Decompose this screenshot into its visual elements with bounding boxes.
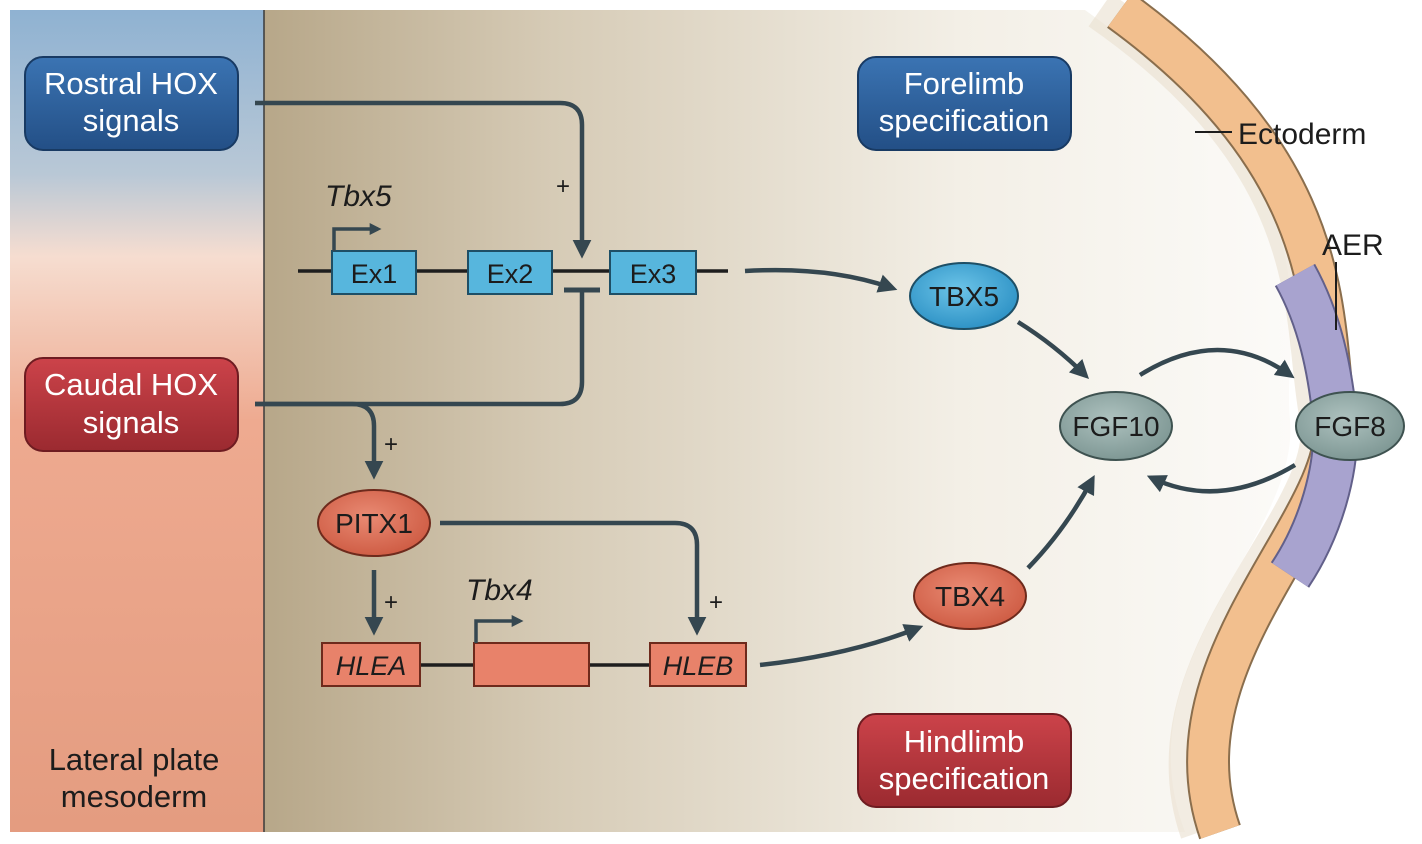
hleb-label: HLEB [663, 651, 734, 681]
caudal-hox-line1: Caudal HOX [44, 367, 218, 402]
tbx4-exon [473, 642, 590, 687]
mesoderm-line1: Lateral plate [49, 742, 220, 777]
exon-3-label: Ex3 [630, 259, 677, 289]
fgf8-label: FGF8 [1314, 411, 1386, 442]
forelimb-specification-box: Forelimb specification [857, 56, 1072, 151]
exon-1 [331, 250, 417, 295]
forelimb-line2: specification [879, 103, 1050, 138]
exon-1-label: Ex1 [351, 259, 398, 289]
fgf10-node: FGF10 [1059, 391, 1173, 461]
caudal-hox-line2: signals [83, 405, 180, 440]
forelimb-line1: Forelimb [904, 66, 1025, 101]
tbx5-gene: Ex1 Ex2 Ex3 Tbx5 [298, 180, 728, 295]
aer-label: AER [1322, 229, 1384, 262]
tbx5-promoter-arrow [332, 223, 382, 251]
pitx1-node: PITX1 [317, 489, 431, 557]
ectoderm-label: Ectoderm [1238, 118, 1366, 151]
tbx4-node: TBX4 [913, 562, 1027, 630]
fgf10-label: FGF10 [1072, 411, 1159, 442]
caudal-hox-box: Caudal HOX signals [24, 357, 239, 452]
hlea-plus-sign: + [384, 589, 398, 616]
hindlimb-specification-box: Hindlimb specification [857, 713, 1072, 808]
caudal-to-pitx1-arrow [255, 401, 384, 480]
hleb-element [649, 642, 747, 687]
tbx5-to-fgf10-arrow [1016, 320, 1090, 380]
tbx4-promoter-arrow [474, 615, 524, 643]
fgf8-node: FGF8 [1295, 391, 1405, 461]
tbx4-gene: HLEA HLEB Tbx4 [321, 574, 747, 687]
hleb-plus-sign: + [709, 589, 723, 616]
rostral-hox-box: Rostral HOX signals [24, 56, 239, 151]
hleb-to-tbx4-arrow [759, 624, 924, 668]
tbx5-gene-label: Tbx5 [325, 180, 392, 213]
tbx4-label: TBX4 [935, 581, 1005, 612]
exon-2-label: Ex2 [487, 259, 534, 289]
tbx4-gene-label: Tbx4 [466, 574, 533, 607]
caudal-plus-sign: + [384, 431, 398, 458]
rostral-activation-arrow [255, 100, 592, 259]
mesoderm-line2: mesoderm [61, 779, 207, 814]
rostral-hox-line2: signals [83, 103, 180, 138]
caudal-repression-line [255, 290, 585, 407]
hindlimb-line1: Hindlimb [904, 724, 1025, 759]
ex3-to-tbx5-arrow [744, 267, 898, 293]
pitx1-to-hleb-arrow [440, 520, 707, 636]
exon-3 [609, 250, 697, 295]
tbx5-node: TBX5 [909, 262, 1019, 330]
rostral-plus-sign: + [556, 173, 570, 200]
tbx5-label: TBX5 [929, 281, 999, 312]
hlea-element [321, 642, 421, 687]
hindlimb-line2: specification [879, 761, 1050, 796]
pitx1-label: PITX1 [335, 508, 413, 539]
rostral-hox-line1: Rostral HOX [44, 66, 218, 101]
hlea-label: HLEA [336, 651, 407, 681]
fgf8-to-fgf10-arrow [1146, 463, 1297, 494]
tbx4-to-fgf10-arrow [1026, 475, 1095, 570]
fgf10-to-fgf8-arrow [1138, 347, 1295, 379]
exon-2 [467, 250, 553, 295]
